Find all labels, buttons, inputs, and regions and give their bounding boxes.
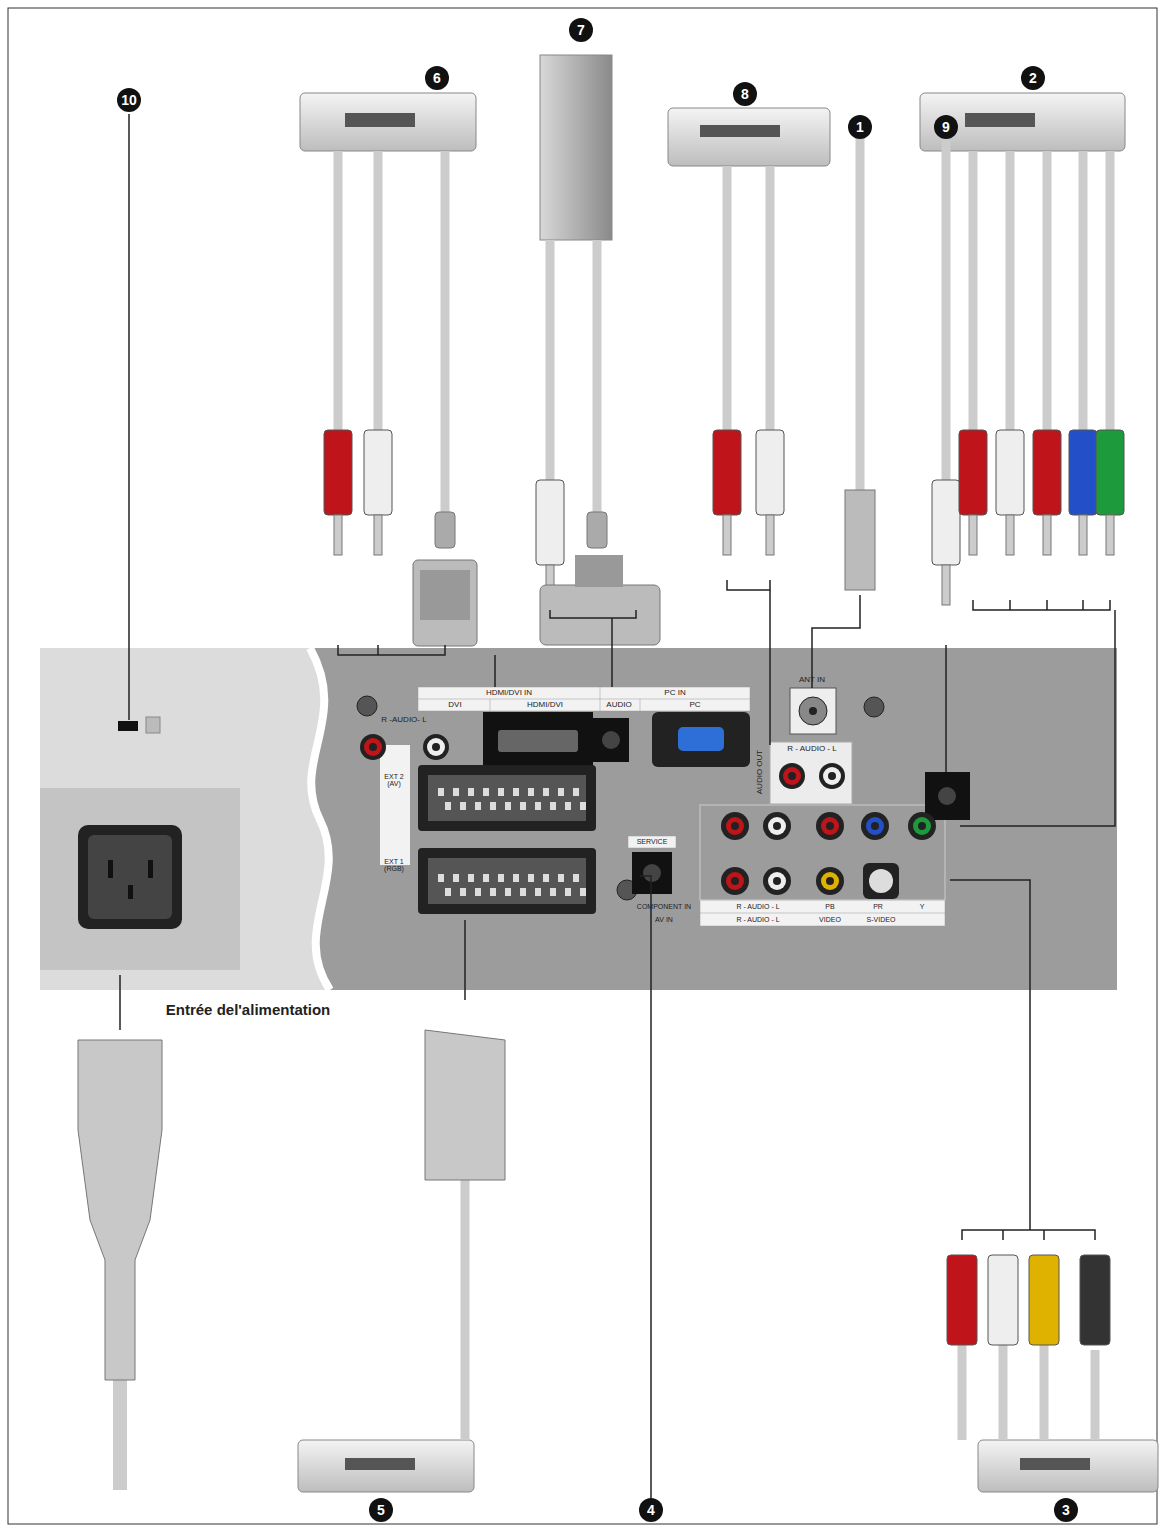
port-label: Entrée del'alimentation: [166, 1002, 330, 1018]
port-label: PR: [873, 903, 883, 910]
callout-number: 2: [1021, 66, 1045, 90]
port-label: S-VIDEO: [867, 916, 896, 923]
port-label: PB: [825, 903, 834, 910]
callout-number: 9: [934, 115, 958, 139]
port-label: HDMI/DVI: [527, 701, 563, 709]
port-label: VIDEO: [819, 916, 841, 923]
port-label: SERVICE: [637, 838, 668, 845]
port-label: AUDIO OUT: [756, 750, 764, 794]
port-label: EXT 2 (AV): [381, 773, 407, 788]
port-label: Y: [920, 903, 925, 910]
port-label: AUDIO: [606, 701, 631, 709]
callout-number: 5: [369, 1498, 393, 1522]
port-label: DVI: [448, 701, 461, 709]
port-label: COMPONENT IN: [637, 903, 691, 910]
port-label: R -AUDIO- L: [381, 716, 426, 724]
port-label: R - AUDIO - L: [736, 903, 779, 910]
port-label: R - AUDIO - L: [787, 745, 836, 753]
port-label: PC: [689, 701, 700, 709]
callout-number: 6: [425, 66, 449, 90]
port-label: AV IN: [655, 916, 673, 923]
port-label: PC IN: [664, 689, 685, 697]
callout-number: 7: [569, 18, 593, 42]
callout-number: 1: [848, 115, 872, 139]
port-label: ANT IN: [799, 676, 825, 684]
port-label: HDMI/DVI IN: [486, 689, 532, 697]
callout-number: 3: [1054, 1498, 1078, 1522]
callout-number: 8: [733, 82, 757, 106]
callout-number: 10: [117, 88, 141, 112]
port-label: R - AUDIO - L: [736, 916, 779, 923]
port-label: EXT 1 (RGB): [381, 858, 407, 873]
callout-number: 4: [639, 1498, 663, 1522]
